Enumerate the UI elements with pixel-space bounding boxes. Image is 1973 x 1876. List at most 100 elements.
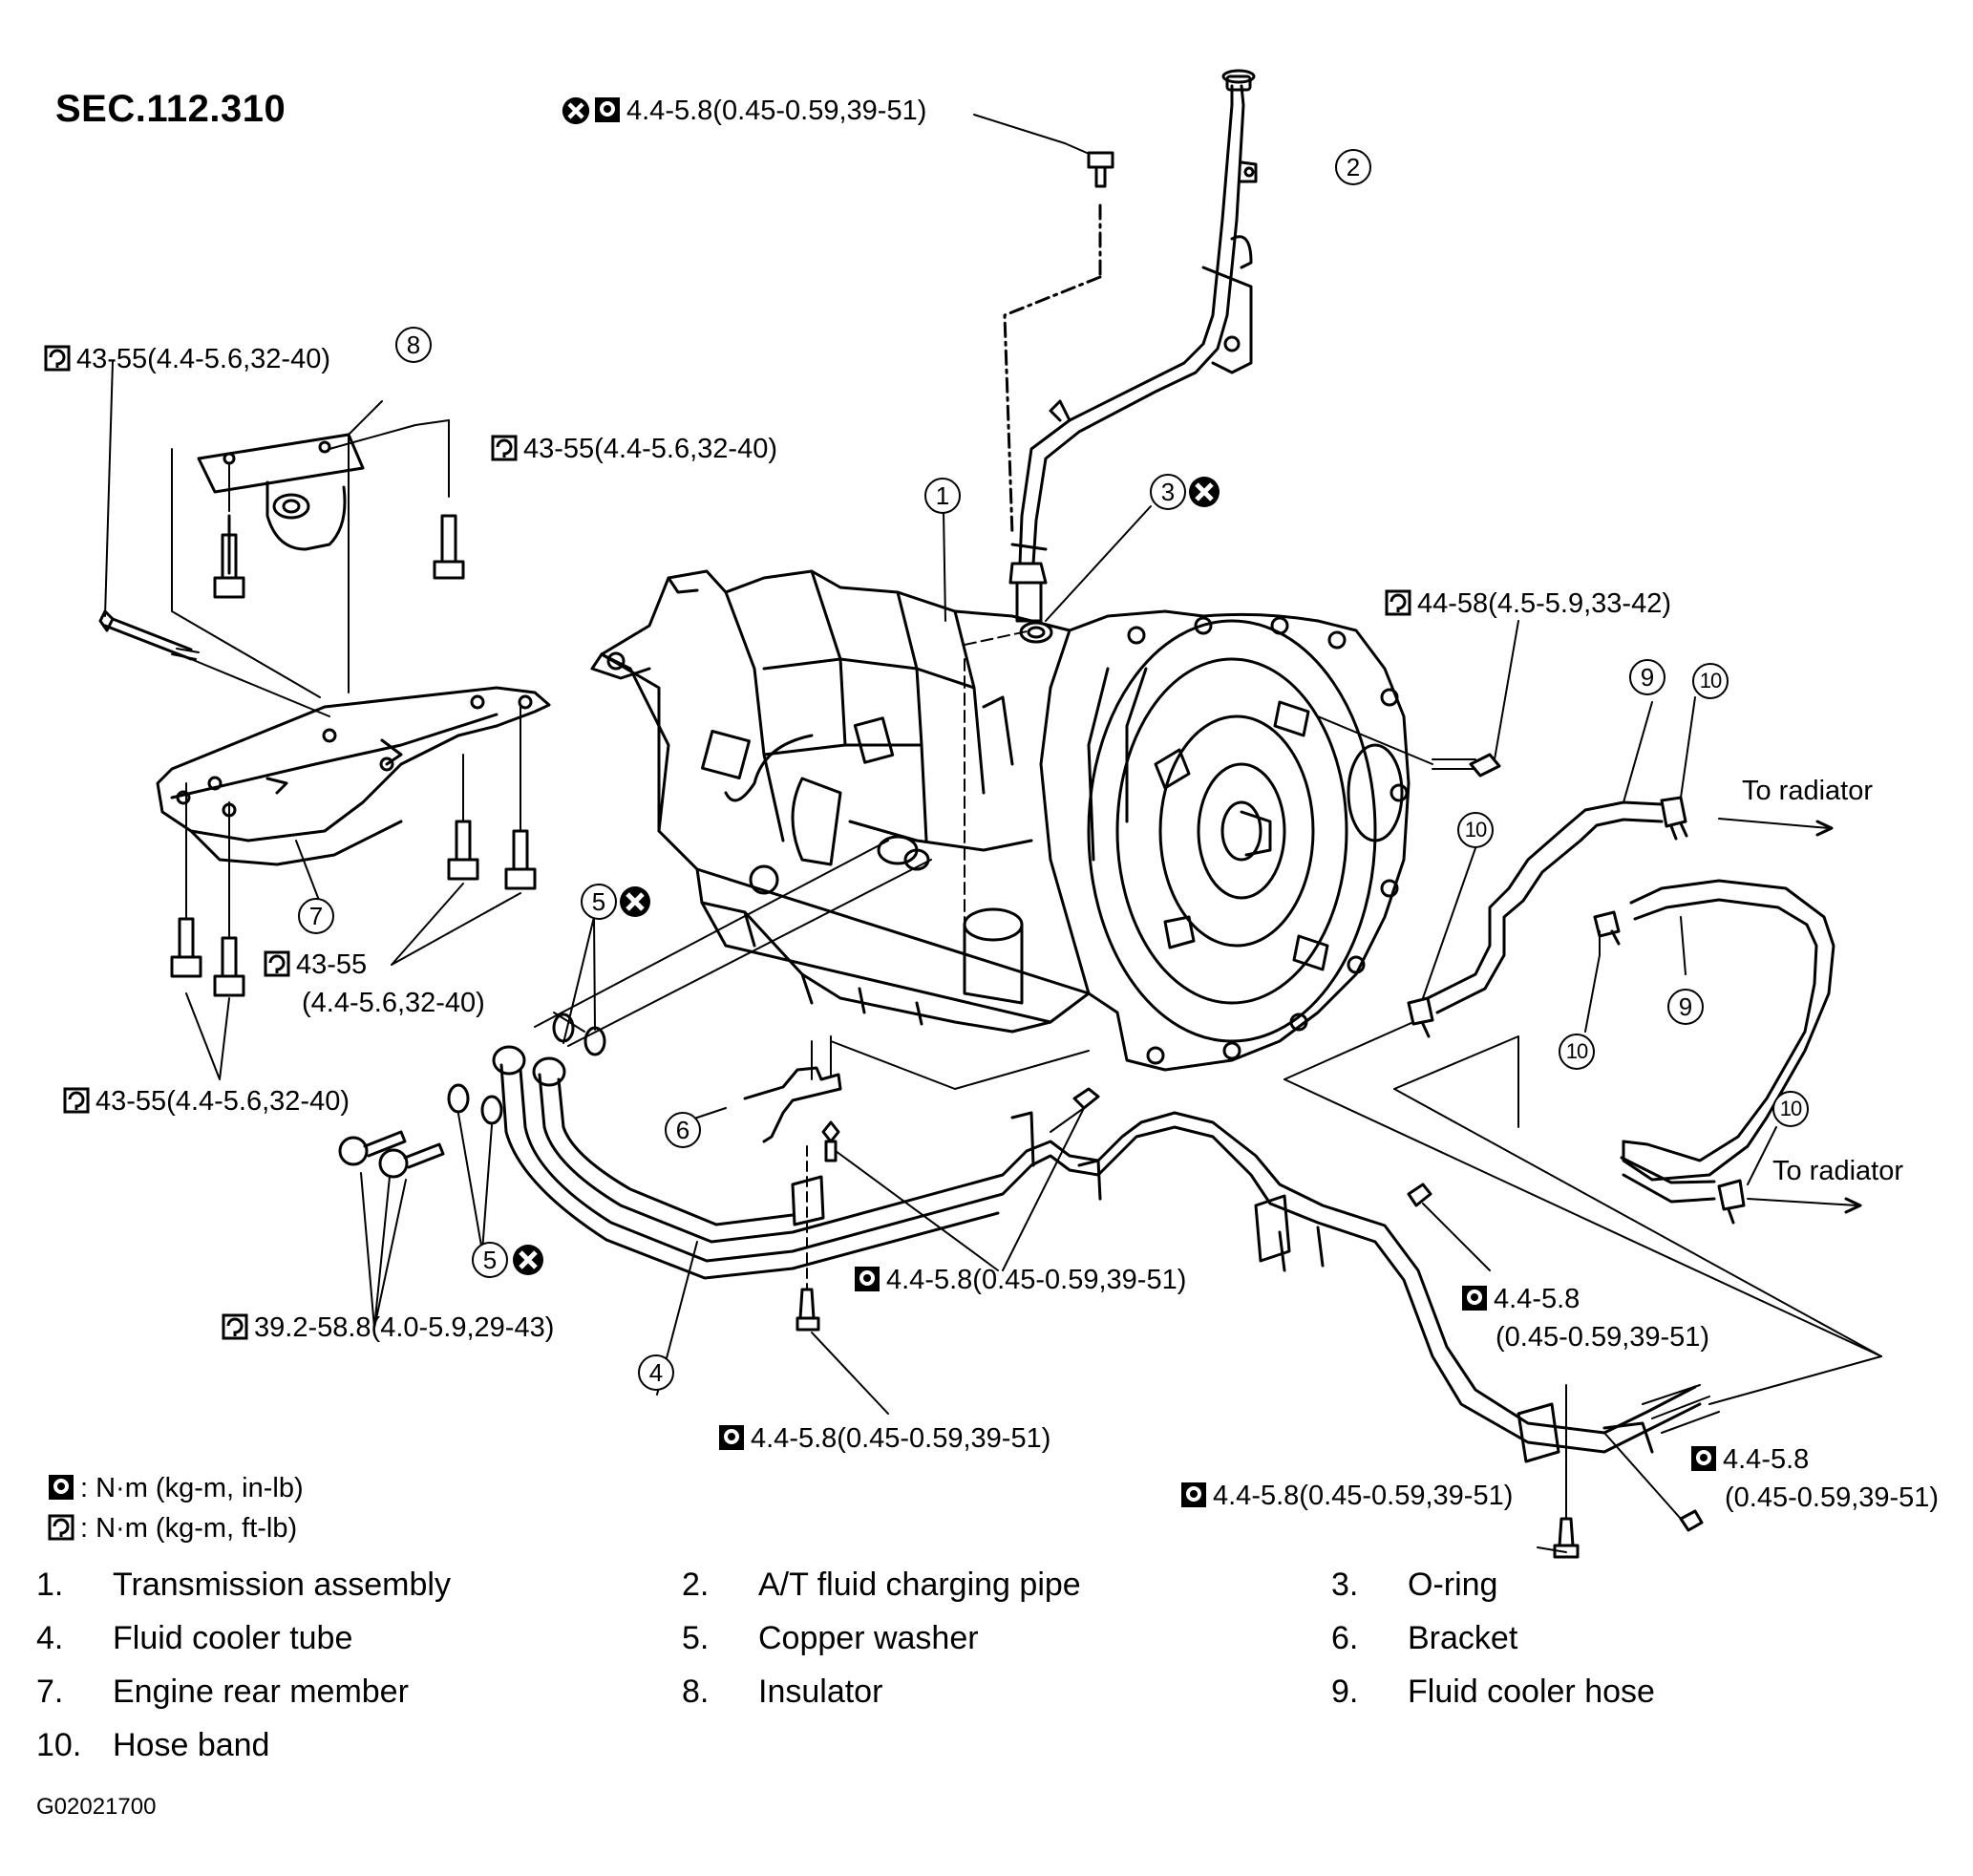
part-item: 1. Transmission assembly bbox=[36, 1567, 451, 1604]
torque-in-lb-icon bbox=[718, 1424, 745, 1451]
torque-tube-right-detail: (0.45-0.59,39-51) bbox=[1496, 1322, 1710, 1353]
callout-5-upper: 5 bbox=[581, 884, 617, 920]
torque-value: 43-55(4.4-5.6,32-40) bbox=[523, 434, 777, 464]
torque-value: 4.4-5.8(0.45-0.59,39-51) bbox=[1213, 1481, 1514, 1511]
fluid-cooler-hose-drawing bbox=[1284, 696, 1882, 1405]
part-number: 7. bbox=[36, 1673, 64, 1710]
torque-ft-lb-icon bbox=[63, 1087, 90, 1114]
part-number: 4. bbox=[36, 1620, 64, 1656]
part-name: Copper washer bbox=[758, 1620, 979, 1656]
torque-ft-lb-icon bbox=[44, 345, 71, 372]
part-name: Insulator bbox=[758, 1673, 883, 1710]
part-name: Fluid cooler hose bbox=[1408, 1673, 1655, 1710]
to-radiator-label-upper: To radiator bbox=[1742, 776, 1874, 806]
callout-10-upper-right: 10 bbox=[1692, 663, 1729, 699]
torque-in-lb-icon bbox=[594, 96, 621, 123]
do-not-reuse-icon bbox=[1188, 476, 1220, 508]
part-name: Engine rear member bbox=[113, 1673, 409, 1710]
torque-ft-lb-icon bbox=[1385, 589, 1411, 616]
legend-text: : N·m (kg-m, in-lb) bbox=[80, 1473, 304, 1503]
torque-value: 4.4-5.8 bbox=[1723, 1444, 1810, 1475]
torque-tube-far: 4.4-5.8 bbox=[1690, 1442, 1809, 1477]
part-item: 6. Bracket bbox=[1331, 1620, 1517, 1657]
torque-value: 4.4-5.8(0.45-0.59,39-51) bbox=[886, 1265, 1187, 1295]
part-name: Fluid cooler tube bbox=[113, 1620, 353, 1656]
part-item: 5. Copper washer bbox=[682, 1620, 979, 1657]
legend-text: : N·m (kg-m, ft-lb) bbox=[80, 1513, 298, 1544]
part-item: 7. Engine rear member bbox=[36, 1673, 409, 1711]
torque-converter-bolt: 44-58(4.5-5.9,33-42) bbox=[1385, 586, 1671, 621]
o-ring-drawing bbox=[964, 505, 1152, 956]
part-item: 4. Fluid cooler tube bbox=[36, 1620, 352, 1657]
torque-tube-bottom: 4.4-5.8(0.45-0.59,39-51) bbox=[1180, 1479, 1513, 1513]
part-number: 6. bbox=[1331, 1620, 1359, 1656]
torque-value: 43-55(4.4-5.6,32-40) bbox=[76, 344, 330, 374]
part-name: A/T fluid charging pipe bbox=[758, 1567, 1081, 1603]
clamp-bolts-drawing bbox=[796, 1087, 1704, 1559]
torque-in-lb-icon bbox=[854, 1266, 880, 1292]
section-title: SEC.112.310 bbox=[55, 88, 286, 130]
do-not-reuse-icon bbox=[619, 885, 651, 918]
callout-9-upper: 9 bbox=[1629, 659, 1665, 695]
callout-7: 7 bbox=[298, 898, 334, 934]
torque-member-bolts: 43-55 bbox=[264, 948, 367, 982]
torque-in-lb-icon bbox=[1690, 1445, 1717, 1472]
callout-1: 1 bbox=[924, 478, 961, 514]
torque-member-bolts-detail: (4.4-5.6,32-40) bbox=[302, 988, 485, 1018]
part-item: 3. O-ring bbox=[1331, 1567, 1497, 1604]
legend-ft-lb: : N·m (kg-m, ft-lb) bbox=[48, 1513, 297, 1545]
do-not-reuse-icon bbox=[512, 1244, 544, 1276]
insulator-drawing bbox=[171, 400, 465, 698]
torque-in-lb-icon bbox=[1461, 1285, 1488, 1311]
torque-member-lower: 43-55(4.4-5.6,32-40) bbox=[63, 1084, 350, 1119]
callout-2: 2 bbox=[1335, 149, 1371, 185]
part-name: Hose band bbox=[113, 1727, 270, 1763]
torque-ft-lb-icon bbox=[222, 1313, 248, 1340]
legend-in-lb: : N·m (kg-m, in-lb) bbox=[48, 1473, 304, 1504]
bracket-drawing bbox=[668, 1035, 1090, 1143]
callout-10-lower-right: 10 bbox=[1772, 1091, 1809, 1127]
part-item: 9.Fluid cooler hose bbox=[1331, 1673, 1655, 1711]
part-number: 1. bbox=[36, 1567, 64, 1603]
to-radiator-label-lower: To radiator bbox=[1772, 1156, 1904, 1186]
torque-value: 43-55(4.4-5.6,32-40) bbox=[95, 1086, 350, 1117]
part-number: 8. bbox=[682, 1673, 710, 1710]
engine-rear-member-drawing bbox=[98, 360, 551, 1080]
torque-value: 4.4-5.8 bbox=[1494, 1284, 1581, 1314]
figure-code: G02021700 bbox=[36, 1794, 157, 1820]
part-item: 8. Insulator bbox=[682, 1673, 882, 1711]
torque-banjo-bolts: 39.2-58.8(4.0-5.9,29-43) bbox=[222, 1311, 554, 1345]
charging-pipe-bolt-drawing bbox=[973, 114, 1114, 537]
converter-bolt-drawing bbox=[1317, 620, 1519, 778]
callout-9-lower: 9 bbox=[1667, 989, 1704, 1025]
torque-value: 4.4-5.8(0.45-0.59,39-51) bbox=[626, 96, 927, 126]
part-number: 10. bbox=[36, 1727, 82, 1763]
torque-charging-pipe-bolt: 4.4-5.8(0.45-0.59,39-51) bbox=[562, 94, 926, 128]
banjo-bolts-drawing bbox=[338, 840, 932, 1329]
transmission-assembly-drawing bbox=[590, 569, 1411, 1072]
part-item: 10. Hose band bbox=[36, 1727, 269, 1764]
torque-ft-lb-icon bbox=[491, 435, 518, 461]
torque-value: 4.4-5.8(0.45-0.59,39-51) bbox=[751, 1423, 1051, 1454]
part-name: O-ring bbox=[1408, 1567, 1498, 1603]
part-number: 3. bbox=[1331, 1567, 1359, 1603]
part-name: Bracket bbox=[1408, 1620, 1518, 1656]
callout-10-left: 10 bbox=[1457, 812, 1494, 848]
part-name: Transmission assembly bbox=[113, 1567, 451, 1603]
fluid-cooler-tube-drawing bbox=[492, 1045, 1720, 1463]
part-item: 2.A/T fluid charging pipe bbox=[682, 1567, 1081, 1604]
torque-tube-right: 4.4-5.8 bbox=[1461, 1282, 1580, 1316]
callout-4: 4 bbox=[638, 1354, 674, 1391]
torque-value: 44-58(4.5-5.9,33-42) bbox=[1417, 588, 1671, 619]
torque-tube-clamp-center: 4.4-5.8(0.45-0.59,39-51) bbox=[854, 1263, 1186, 1297]
charging-pipe-drawing bbox=[1008, 69, 1258, 623]
torque-tube-far-detail: (0.45-0.59,39-51) bbox=[1725, 1482, 1940, 1513]
part-number: 5. bbox=[682, 1620, 710, 1656]
torque-insulator-left: 43-55(4.4-5.6,32-40) bbox=[44, 342, 330, 376]
torque-ft-lb-icon bbox=[264, 950, 290, 977]
torque-insulator-right: 43-55(4.4-5.6,32-40) bbox=[491, 432, 777, 466]
do-not-reuse-icon bbox=[562, 96, 590, 125]
callout-5-lower: 5 bbox=[472, 1242, 508, 1278]
callout-6: 6 bbox=[665, 1112, 701, 1148]
